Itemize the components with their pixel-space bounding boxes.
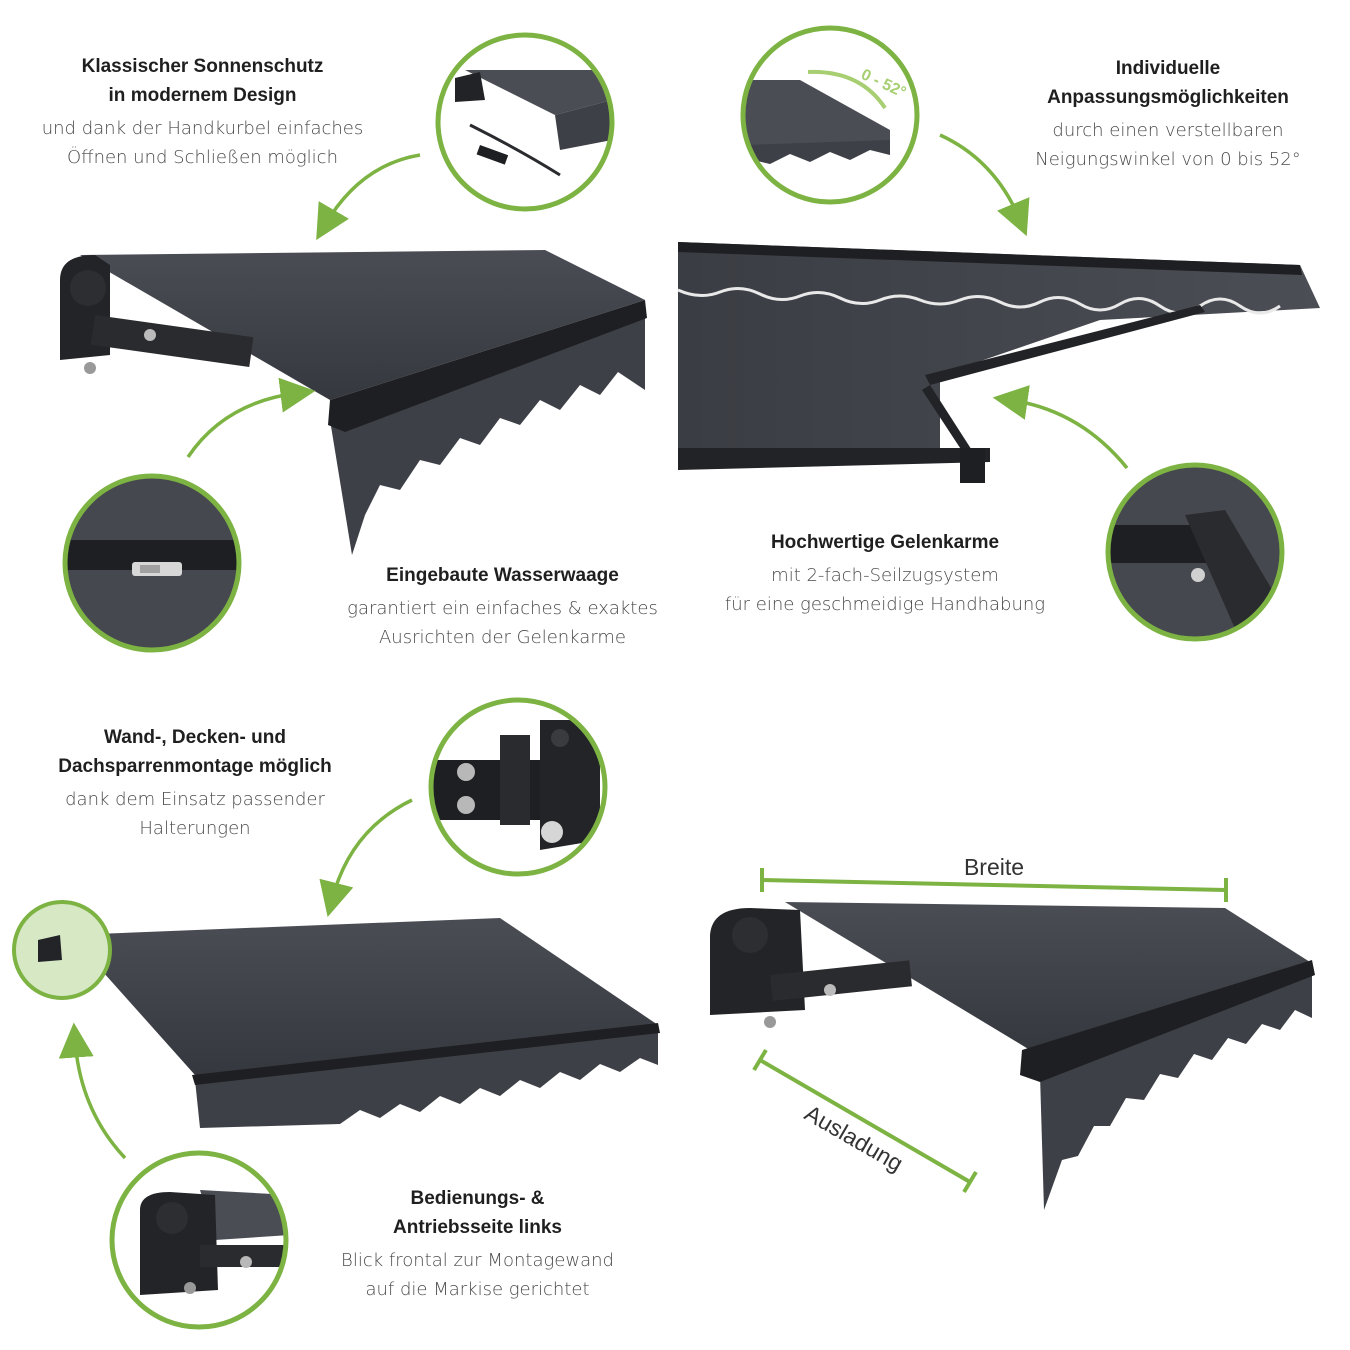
arrow-3 bbox=[186, 377, 316, 458]
feature-title: Klassischer Sonnenschutz in modernem Des… bbox=[81, 56, 324, 106]
feature-description: und dank der Handkurbel einfaches Öffnen… bbox=[41, 118, 364, 168]
arrow-1 bbox=[316, 153, 421, 241]
feature-title: Eingebaute Wasserwaage bbox=[386, 565, 619, 586]
feature-drive-side: Bedienungs- & Antriebsseite links Blick … bbox=[325, 1184, 630, 1304]
awning-illustration-dimensions bbox=[710, 902, 1315, 1210]
awning-illustration-side bbox=[677, 242, 1320, 483]
feature-title: Hochwertige Gelenkarme bbox=[770, 532, 1000, 553]
feature-folding-arms: Hochwertige Gelenkarme mit 2-fach-Seilzu… bbox=[715, 528, 1055, 619]
arrow-4 bbox=[992, 385, 1129, 470]
feature-description: Blick frontal zur Montagewand auf die Ma… bbox=[341, 1250, 614, 1300]
feature-spirit-level: Eingebaute Wasserwaage garantiert ein ei… bbox=[340, 561, 665, 652]
feature-title: Individuelle Anpassungsmöglichkeiten bbox=[1047, 58, 1289, 108]
arrow-5 bbox=[319, 798, 413, 917]
detail-circle-angle: 0 - 52° bbox=[740, 25, 920, 205]
feature-adjustable-angle: Individuelle Anpassungsmöglichkeiten dur… bbox=[1018, 54, 1318, 174]
feature-description: mit 2-fach-Seilzugsystem für eine geschm… bbox=[724, 565, 1046, 615]
feature-mounting: Wand-, Decken- und Dachsparrenmontage mö… bbox=[40, 723, 350, 843]
arrow-6 bbox=[58, 1022, 127, 1160]
detail-circle-drive-side bbox=[109, 1150, 289, 1330]
awning-illustration-main bbox=[60, 250, 647, 555]
feature-description: garantiert ein einfaches & exaktes Ausri… bbox=[347, 598, 658, 648]
feature-description: durch einen verstellbaren Neigungswinkel… bbox=[1035, 120, 1301, 170]
width-label: Breite bbox=[964, 854, 1024, 880]
feature-classic-design: Klassischer Sonnenschutz in modernem Des… bbox=[40, 52, 365, 172]
feature-title: Bedienungs- & Antriebsseite links bbox=[393, 1188, 562, 1238]
feature-description: dank dem Einsatz passender Halterungen bbox=[65, 789, 325, 839]
arrow-2 bbox=[939, 133, 1030, 237]
detail-circle-crank bbox=[435, 32, 615, 212]
awning-illustration-mounting bbox=[70, 918, 660, 1128]
detail-circle-bracket bbox=[428, 697, 608, 877]
detail-circle-arm-joint bbox=[1105, 462, 1285, 642]
detail-circle-level bbox=[62, 473, 242, 653]
width-dimension-line bbox=[760, 868, 1228, 902]
feature-title: Wand-, Decken- und Dachsparrenmontage mö… bbox=[58, 727, 332, 777]
depth-dimension-line bbox=[752, 1048, 978, 1194]
highlight-circle-drive-side bbox=[12, 900, 112, 1000]
